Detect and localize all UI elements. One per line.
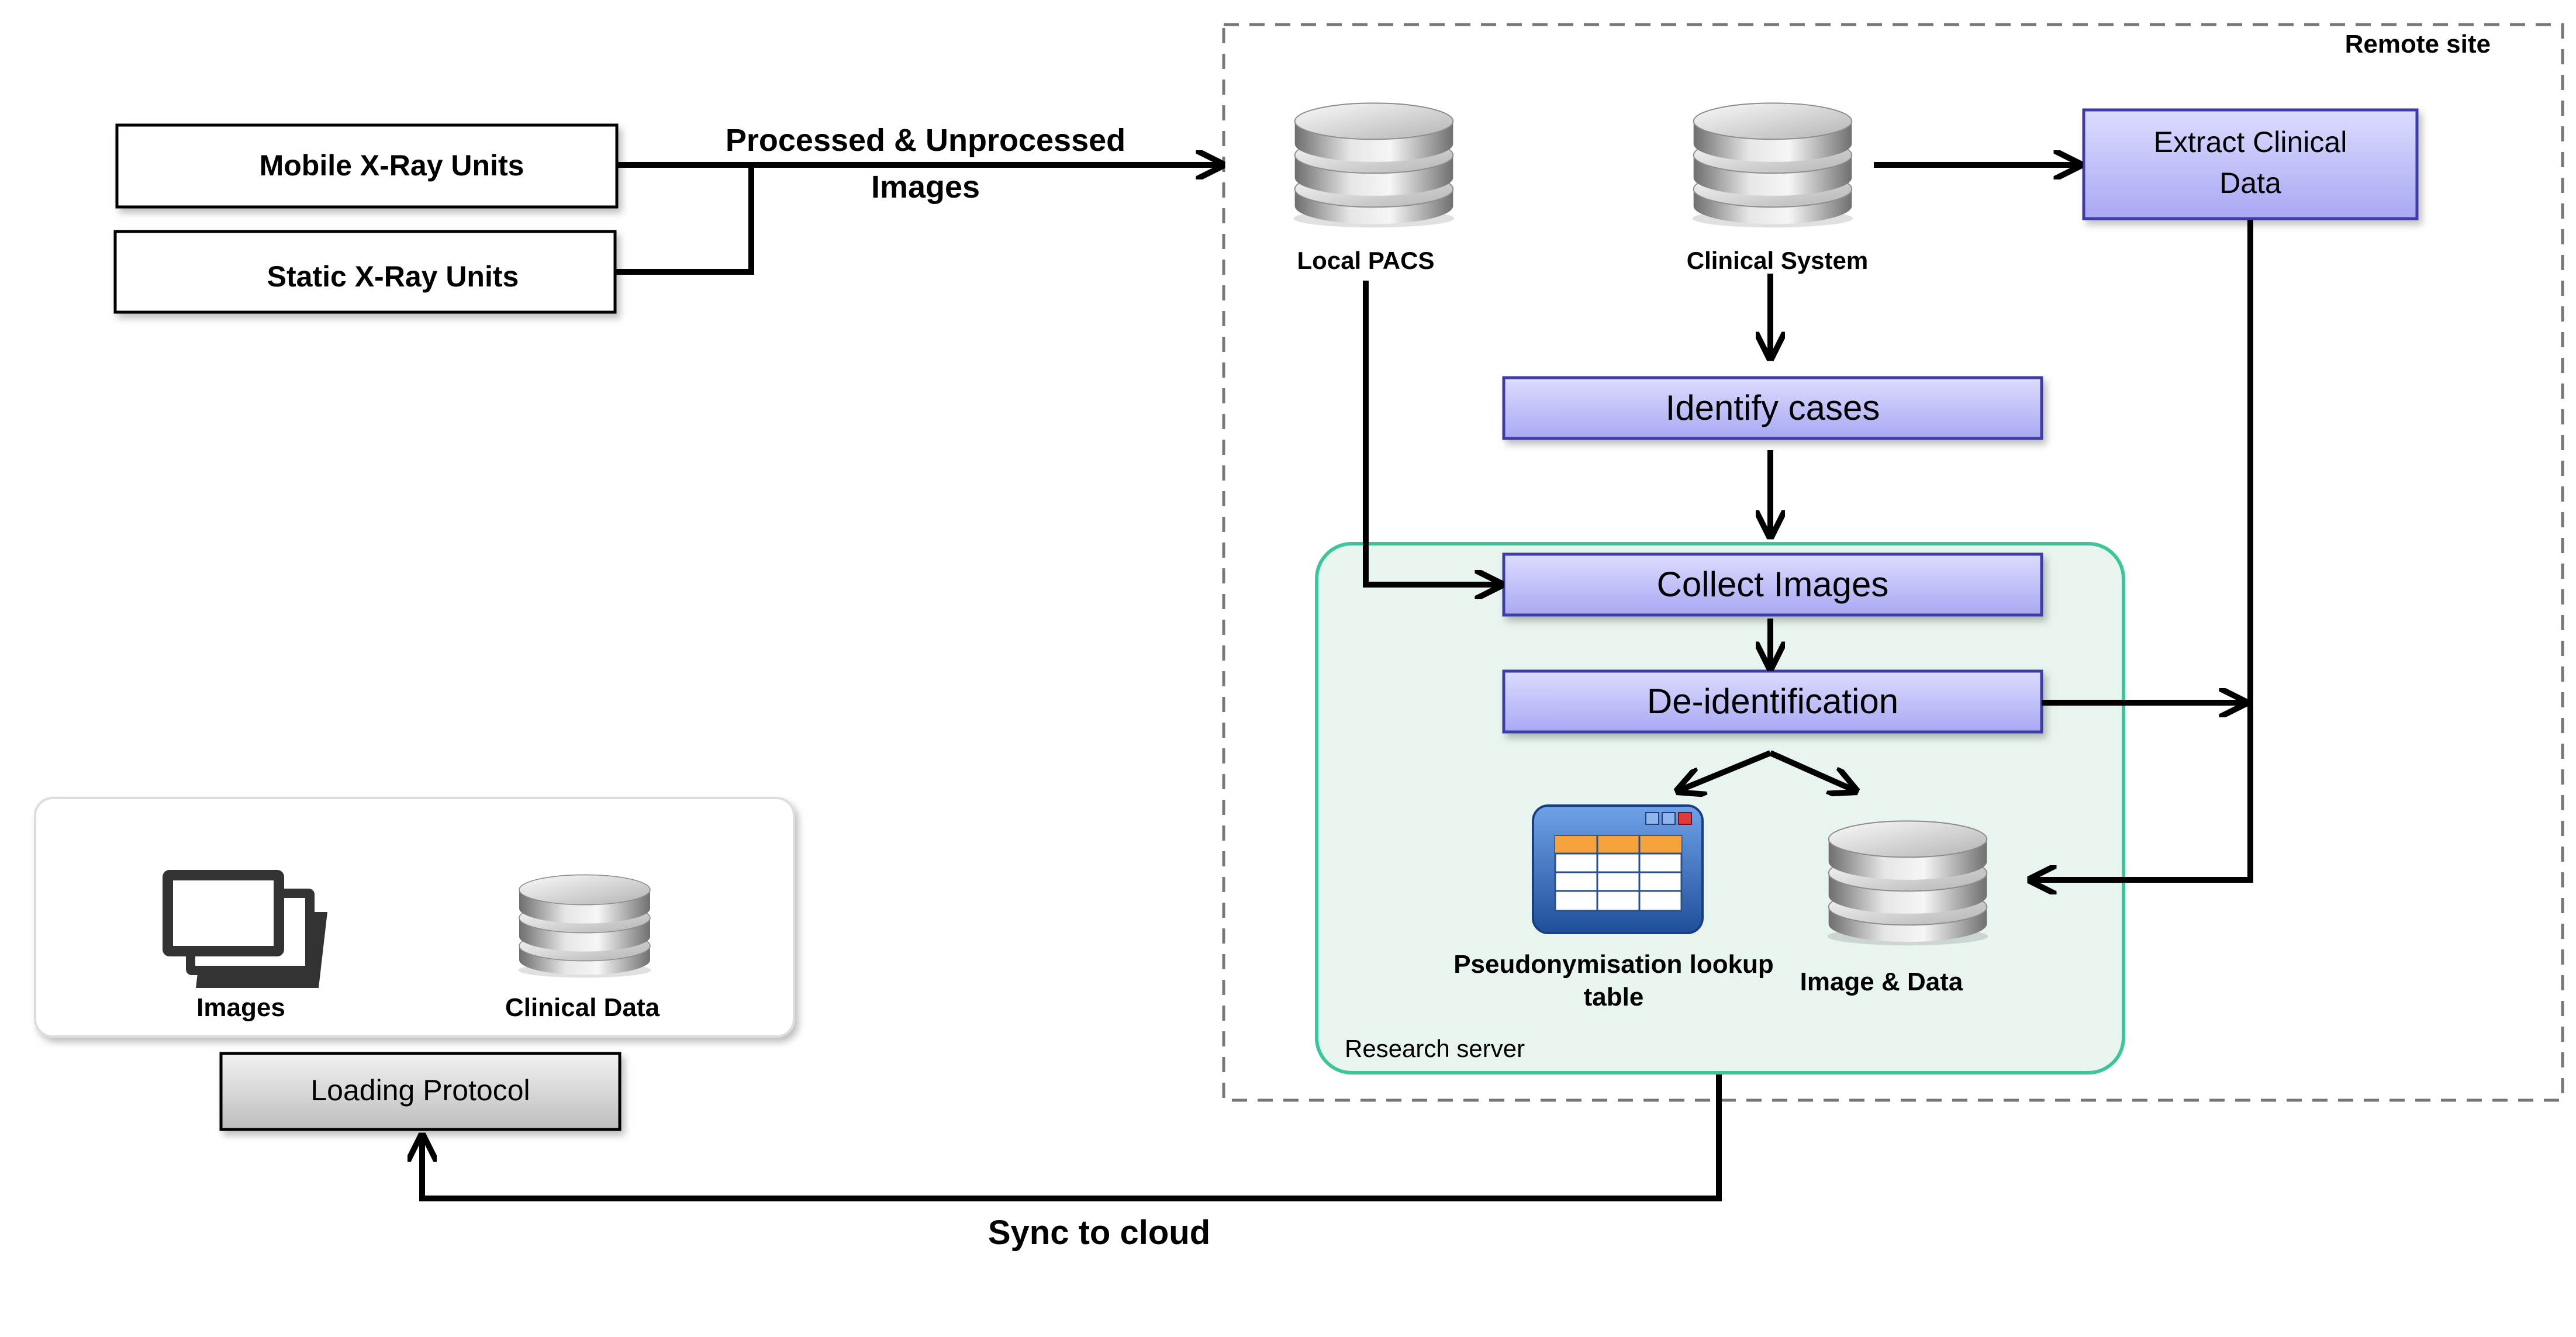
identify-cases-box: Identify cases [1502, 376, 2043, 440]
extract-clinical-label-line1: Extract Clinical [2154, 126, 2347, 158]
de-identification-box: De-identification [1502, 669, 2043, 734]
mobile-xray-label: Mobile X-Ray Units [260, 149, 524, 182]
collect-images-box: Collect Images [1502, 552, 2043, 617]
mobile-xray-box: Mobile X-Ray Units [115, 123, 619, 209]
static-to-main-connector [615, 165, 754, 275]
images-flow-label-line2: Images [871, 170, 980, 205]
clinical-system-label: Clinical System [1687, 247, 1868, 274]
clinical-data-label: Clinical Data [505, 993, 660, 1022]
de-identification-label: De-identification [1647, 682, 1898, 721]
image-data-database-icon [1826, 820, 1989, 946]
loading-protocol-box: Loading Protocol [219, 1052, 621, 1131]
extract-to-image-data-arrow [2032, 220, 2253, 880]
lookup-table-icon [1532, 804, 1704, 934]
images-label: Images [196, 993, 285, 1022]
lookup-table-label-line1: Pseudonymisation lookup [1453, 950, 1774, 979]
clinical-data-database-icon [517, 874, 652, 979]
research-server-label: Research server [1345, 1035, 1525, 1062]
extract-clinical-label-line2: Data [2219, 167, 2281, 199]
images-flow-label-line1: Processed & Unprocessed [726, 123, 1125, 158]
static-xray-box: Static X-Ray Units [113, 230, 617, 314]
cloud-storage-panel [34, 797, 795, 1038]
image-data-label: Image & Data [1800, 968, 1963, 996]
collect-images-label: Collect Images [1657, 565, 1889, 604]
lookup-table-label-line2: table [1584, 983, 1644, 1011]
local-pacs-label: Local PACS [1297, 247, 1435, 274]
clinical-system-database-icon [1691, 102, 1854, 229]
static-xray-label: Static X-Ray Units [267, 260, 519, 293]
identify-cases-label: Identify cases [1666, 388, 1880, 427]
sync-to-cloud-arrow [422, 1075, 1722, 1201]
images-stack-icon [163, 870, 327, 988]
local-pacs-database-icon [1293, 102, 1455, 229]
deidentify-to-imagedata-arrow [1769, 750, 1855, 790]
research-server-container [1315, 542, 2125, 1075]
remote-site-boundary [1222, 23, 2564, 1102]
loading-protocol-label: Loading Protocol [310, 1074, 530, 1107]
sync-to-cloud-label: Sync to cloud [988, 1214, 1210, 1252]
pacs-to-collect-arrow [1363, 281, 1500, 585]
remote-site-label: Remote site [2345, 30, 2491, 58]
extract-clinical-data-box: Extract Clinical Data [2082, 108, 2419, 220]
deidentify-to-lookup-arrow [1679, 750, 1772, 790]
